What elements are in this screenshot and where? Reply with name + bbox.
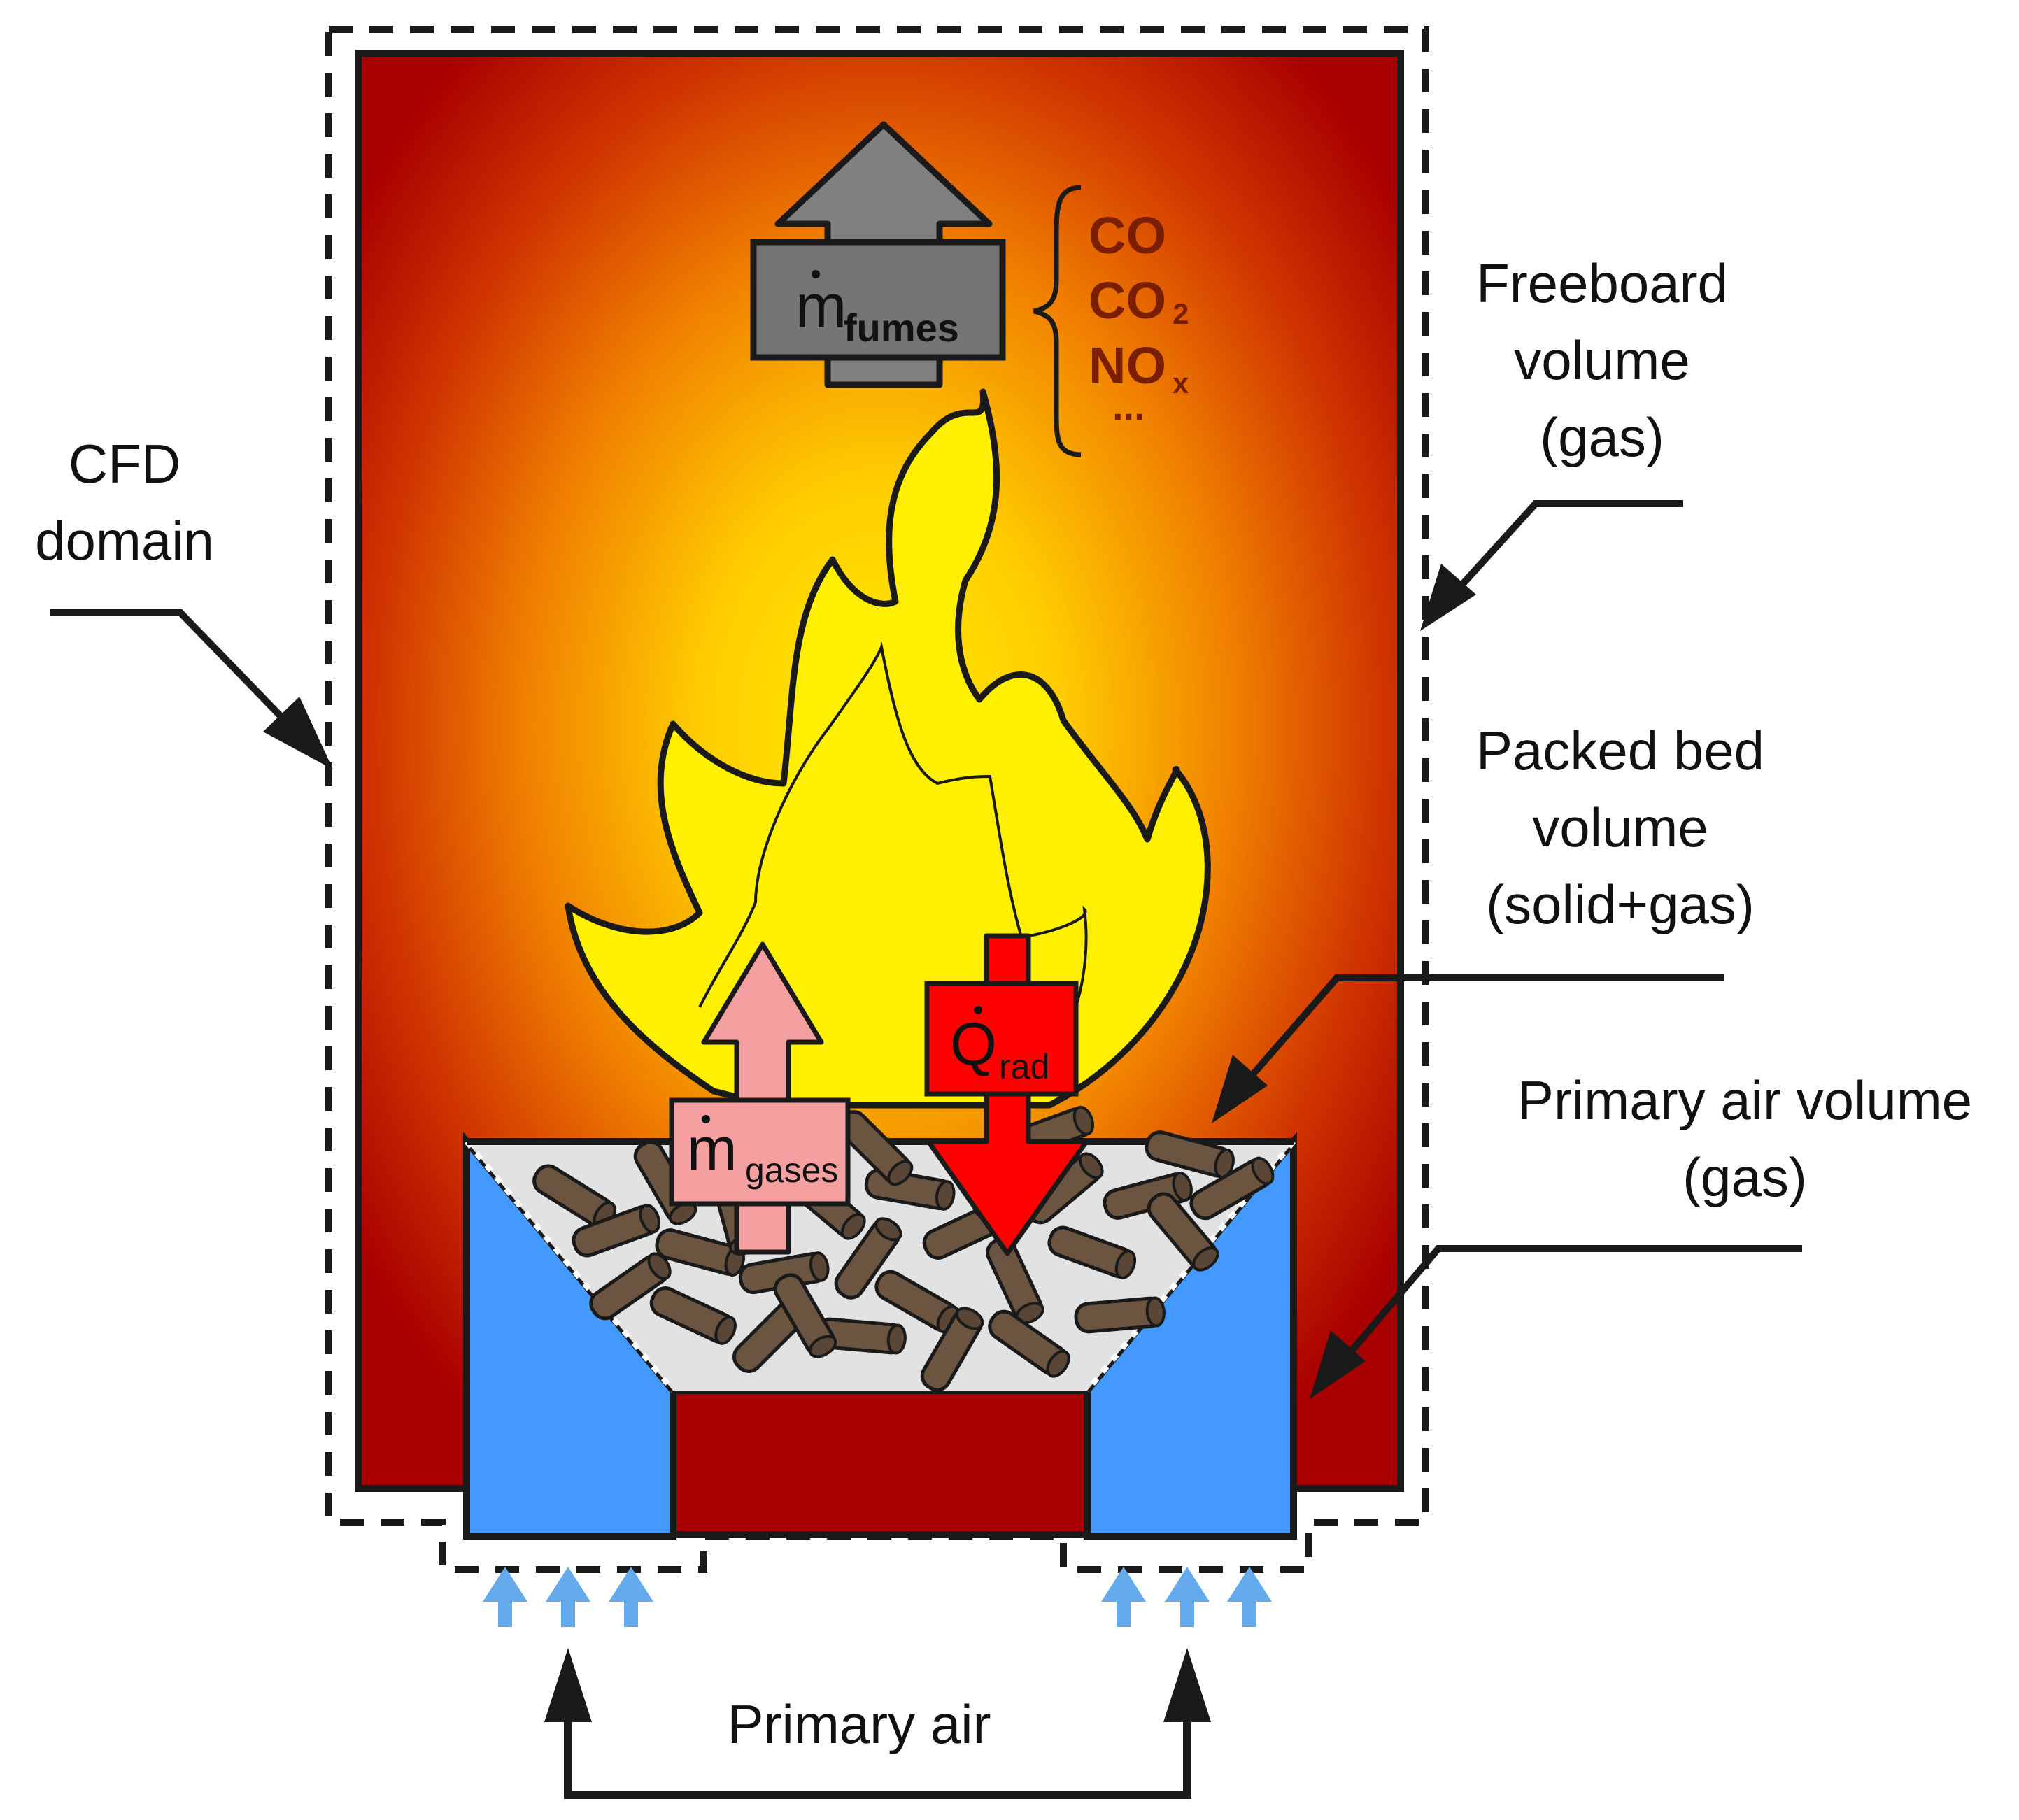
flame-inner: [698, 641, 1088, 1057]
pellet: [988, 1309, 1070, 1378]
gases-dot: [702, 1115, 710, 1123]
primary-air-inflow-arrows: [483, 1567, 1272, 1627]
species-co2-subscript: 2: [1173, 297, 1189, 330]
pellet: [1147, 1192, 1219, 1272]
cfd-domain-pointer-head: [263, 697, 333, 769]
cfd-domain-label-line1: CFD: [69, 433, 180, 495]
gases-symbol: m: [687, 1116, 737, 1183]
pellet: [649, 1286, 737, 1345]
primary-air-label: Primary air: [727, 1693, 991, 1755]
air-inflow-arrow: [1227, 1567, 1272, 1627]
species-nox-subscript: x: [1173, 367, 1189, 399]
pellet-end: [714, 1316, 737, 1345]
pellet-end: [809, 1251, 830, 1282]
radiation-label-box: [924, 981, 1079, 1097]
pellet-end: [955, 1307, 984, 1330]
cfd-domain-label: CFD domain: [35, 433, 214, 571]
fumes-subscript: fumes: [844, 306, 959, 350]
packed-bed-pointer-head: [1212, 1055, 1268, 1123]
species-brace: [1033, 185, 1082, 457]
fumes-outflow-arrow: m fumes: [750, 121, 1006, 388]
pellet: [655, 1228, 745, 1277]
primary-air-volume-pointer-head: [1310, 1330, 1366, 1399]
species-co: CO: [1089, 206, 1166, 264]
pellet-end: [1114, 1249, 1137, 1280]
pellet-end: [1172, 1171, 1193, 1202]
gases-label-box: [669, 1097, 851, 1207]
freeboard-pointer-head: [1420, 564, 1476, 631]
pellet: [986, 1237, 1044, 1324]
pellet-end: [886, 1323, 907, 1355]
pellet-end: [935, 1180, 956, 1211]
species-nox: NO: [1089, 336, 1166, 394]
cfd-domain-label-line2: domain: [35, 510, 214, 571]
pellet-end: [808, 1335, 837, 1358]
fumes-symbol: m: [795, 271, 846, 341]
pellet: [1074, 1296, 1166, 1334]
primary-air-volume-label: Primary air volume (gas): [1517, 1069, 1972, 1208]
primary-air-arrowhead-left: [544, 1648, 592, 1722]
pellet-end: [1145, 1296, 1166, 1328]
pellet-end: [841, 1213, 866, 1240]
air-inflow-arrow: [483, 1567, 527, 1627]
species-list: CO CO 2 NO x ...: [1089, 206, 1189, 428]
freeboard-label-line2: volume: [1514, 329, 1689, 391]
gases-subscript: gases: [745, 1151, 838, 1190]
pellet: [834, 1217, 902, 1300]
cfd-domain-boundary: [325, 26, 1429, 1573]
pellet-end: [668, 1202, 697, 1225]
pellet: [920, 1307, 984, 1392]
radiation-symbol: Q: [950, 1011, 997, 1078]
radiation-dot: [974, 1006, 982, 1014]
freeboard-label-line1: Freeboard: [1476, 253, 1728, 314]
pellet-end: [1072, 1105, 1095, 1136]
pellet: [837, 1109, 914, 1186]
pellet-end: [1251, 1156, 1275, 1186]
grate-floor: [670, 1387, 1091, 1538]
species-more: ...: [1112, 384, 1145, 428]
packed-bed-label-line3: (solid+gas): [1486, 874, 1755, 935]
pellet: [1189, 1156, 1275, 1221]
primary-air-connector: [564, 1665, 1191, 1799]
pellet: [815, 1317, 907, 1355]
fumes-label-box: [750, 239, 1006, 361]
primary-air-connector-line: [564, 1665, 1191, 1799]
pointer-arrows: [50, 500, 1802, 1370]
pellet-end: [639, 1203, 661, 1234]
pellet-end: [1046, 1350, 1070, 1378]
primary-air-volume-label-line1: Primary air volume: [1517, 1069, 1972, 1131]
primary-air-arrowhead-right: [1163, 1648, 1211, 1722]
freeboard-label: Freeboard volume (gas): [1476, 253, 1728, 468]
pellet: [572, 1203, 661, 1258]
fumes-dot: [812, 270, 820, 278]
primary-air-volume-pointer-line: [1335, 1245, 1802, 1370]
cfd-domain-pointer-line: [50, 609, 311, 747]
pellet-end: [647, 1252, 672, 1280]
packed-bed-label: Packed bed volume (solid+gas): [1476, 720, 1764, 935]
pellet-end: [1192, 1246, 1219, 1272]
freeboard-label-line3: (gas): [1540, 406, 1664, 468]
radiation-subscript: rad: [999, 1047, 1049, 1086]
packed-bed-pointer-line: [1235, 974, 1724, 1094]
freeboard-pointer-line: [1444, 500, 1683, 604]
pellet: [1145, 1130, 1235, 1179]
packed-bed-label-line2: volume: [1532, 797, 1708, 858]
pellet-end: [874, 1217, 902, 1242]
air-inflow-arrow: [1101, 1567, 1146, 1627]
species-co2: CO: [1089, 271, 1166, 329]
primary-air-volume-label-line2: (gas): [1682, 1146, 1807, 1208]
packed-bed-label-line1: Packed bed: [1476, 720, 1764, 781]
radiation-arrow: Q rad: [924, 933, 1089, 1256]
pellet: [589, 1252, 672, 1321]
pellet-end: [1079, 1152, 1104, 1179]
pellet: [773, 1273, 837, 1358]
air-inflow-arrow: [609, 1567, 653, 1627]
air-inflow-arrow: [1165, 1567, 1210, 1627]
air-inflow-arrow: [546, 1567, 590, 1627]
flame: [565, 388, 1211, 1109]
pellet: [1047, 1225, 1137, 1280]
gases-outflow-arrow: m gases: [669, 941, 851, 1255]
